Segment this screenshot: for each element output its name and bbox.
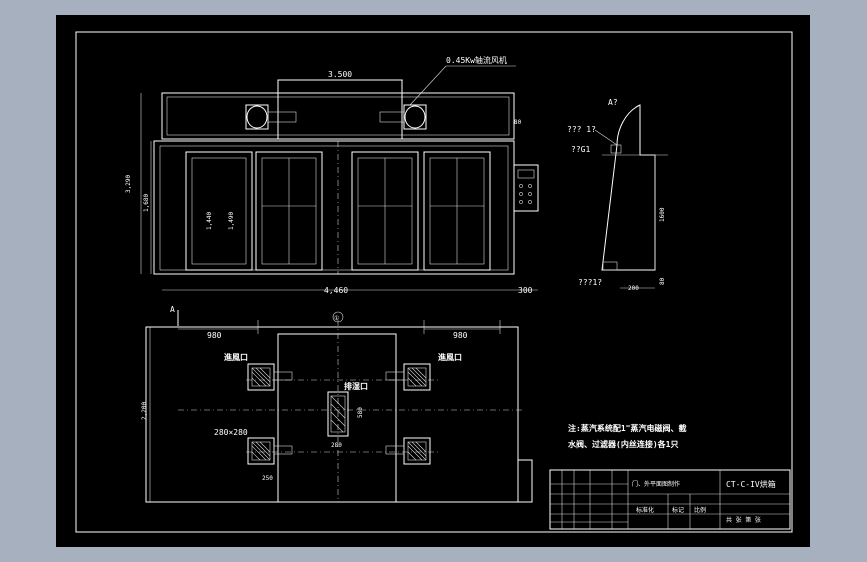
plan-outline bbox=[145, 326, 519, 503]
door-3 bbox=[351, 151, 419, 271]
side-view: A? ??? 1? ??G1 ???1? 1600 200 80 bbox=[567, 98, 668, 292]
dim-2200: 2,200 bbox=[141, 402, 148, 420]
inlet-label-right: 進風口 bbox=[438, 352, 462, 362]
inlet-label-left: 進風口 bbox=[224, 352, 248, 362]
fan-left bbox=[245, 104, 297, 130]
side-dim-200: 200 bbox=[628, 285, 639, 292]
dim-980-right: 980 bbox=[453, 331, 468, 340]
plan-view: A ① 980 980 進風口 bbox=[141, 305, 533, 503]
door-2 bbox=[255, 151, 323, 271]
main-body bbox=[153, 140, 515, 275]
door-1 bbox=[185, 151, 253, 271]
dim-1440: 1,440 bbox=[206, 212, 213, 230]
side-label-1: ??? 1? bbox=[567, 125, 596, 134]
exhaust-label: 排湿口 bbox=[344, 381, 368, 391]
title-col-a: 标准化 bbox=[636, 506, 654, 514]
note-line-1: 注:蒸汽系统配1"蒸汽电磁阀、截 bbox=[568, 423, 686, 433]
dim-980-left: 980 bbox=[207, 331, 222, 340]
drawing-frame bbox=[75, 31, 793, 533]
side-dim-1600: 1600 bbox=[659, 207, 666, 222]
exhaust-vent bbox=[327, 391, 349, 437]
technical-note: 注:蒸汽系统配1"蒸汽电磁阀、截 水阀、过滤器(内丝连接)各1只 bbox=[567, 423, 686, 449]
title-footer: 共 张 第 张 bbox=[726, 516, 761, 524]
title-block: 门、外平面图制作 CT-C-IV烘箱 标准化 标记 比例 共 张 第 张 bbox=[549, 469, 791, 530]
side-title: A? bbox=[608, 98, 618, 107]
fan-label: 0.45Kw轴流风机 bbox=[446, 55, 507, 65]
upper-housing bbox=[161, 92, 515, 140]
dim-280b: 280 bbox=[331, 442, 342, 449]
dim-1680: 1,680 bbox=[143, 194, 150, 212]
dim-580: 580 bbox=[357, 407, 364, 418]
outlet-vent-left bbox=[247, 437, 293, 465]
control-panel bbox=[513, 164, 539, 212]
center-mark: ① bbox=[334, 315, 339, 322]
side-label-3: ???1? bbox=[578, 278, 602, 287]
title-part-name: 门、外平面图制作 bbox=[632, 480, 680, 488]
section-mark: A bbox=[170, 305, 175, 314]
dim-height-total: 3,290 bbox=[125, 175, 132, 193]
title-col-b: 标记 bbox=[672, 506, 684, 514]
title-drawing-title: CT-C-IV烘箱 bbox=[726, 479, 776, 489]
side-label-2: ??G1 bbox=[571, 145, 590, 154]
dim-250: 250 bbox=[262, 475, 273, 482]
title-col-c: 比例 bbox=[694, 506, 706, 514]
dim-280x280: 280×280 bbox=[214, 428, 248, 437]
door-4 bbox=[423, 151, 491, 271]
fan-right bbox=[379, 104, 427, 130]
dim-80: 80 bbox=[514, 119, 522, 126]
plan-center-chamber bbox=[277, 333, 397, 503]
dim-300: 300 bbox=[518, 286, 533, 295]
note-line-2: 水阀、过滤器(内丝连接)各1只 bbox=[567, 439, 678, 449]
dim-top: 3.500 bbox=[328, 70, 352, 79]
drawing-sheet bbox=[56, 15, 810, 547]
side-dim-80: 80 bbox=[659, 277, 666, 285]
front-elevation: 3.500 0.45Kw轴流风机 80 bbox=[125, 55, 539, 295]
dim-1490: 1,490 bbox=[228, 212, 235, 230]
outlet-vent-right bbox=[385, 437, 431, 465]
dim-bottom: 4,460 bbox=[324, 286, 348, 295]
inlet-vent-left bbox=[247, 363, 293, 391]
inlet-vent-right bbox=[385, 363, 431, 391]
fan-housing bbox=[277, 79, 403, 140]
